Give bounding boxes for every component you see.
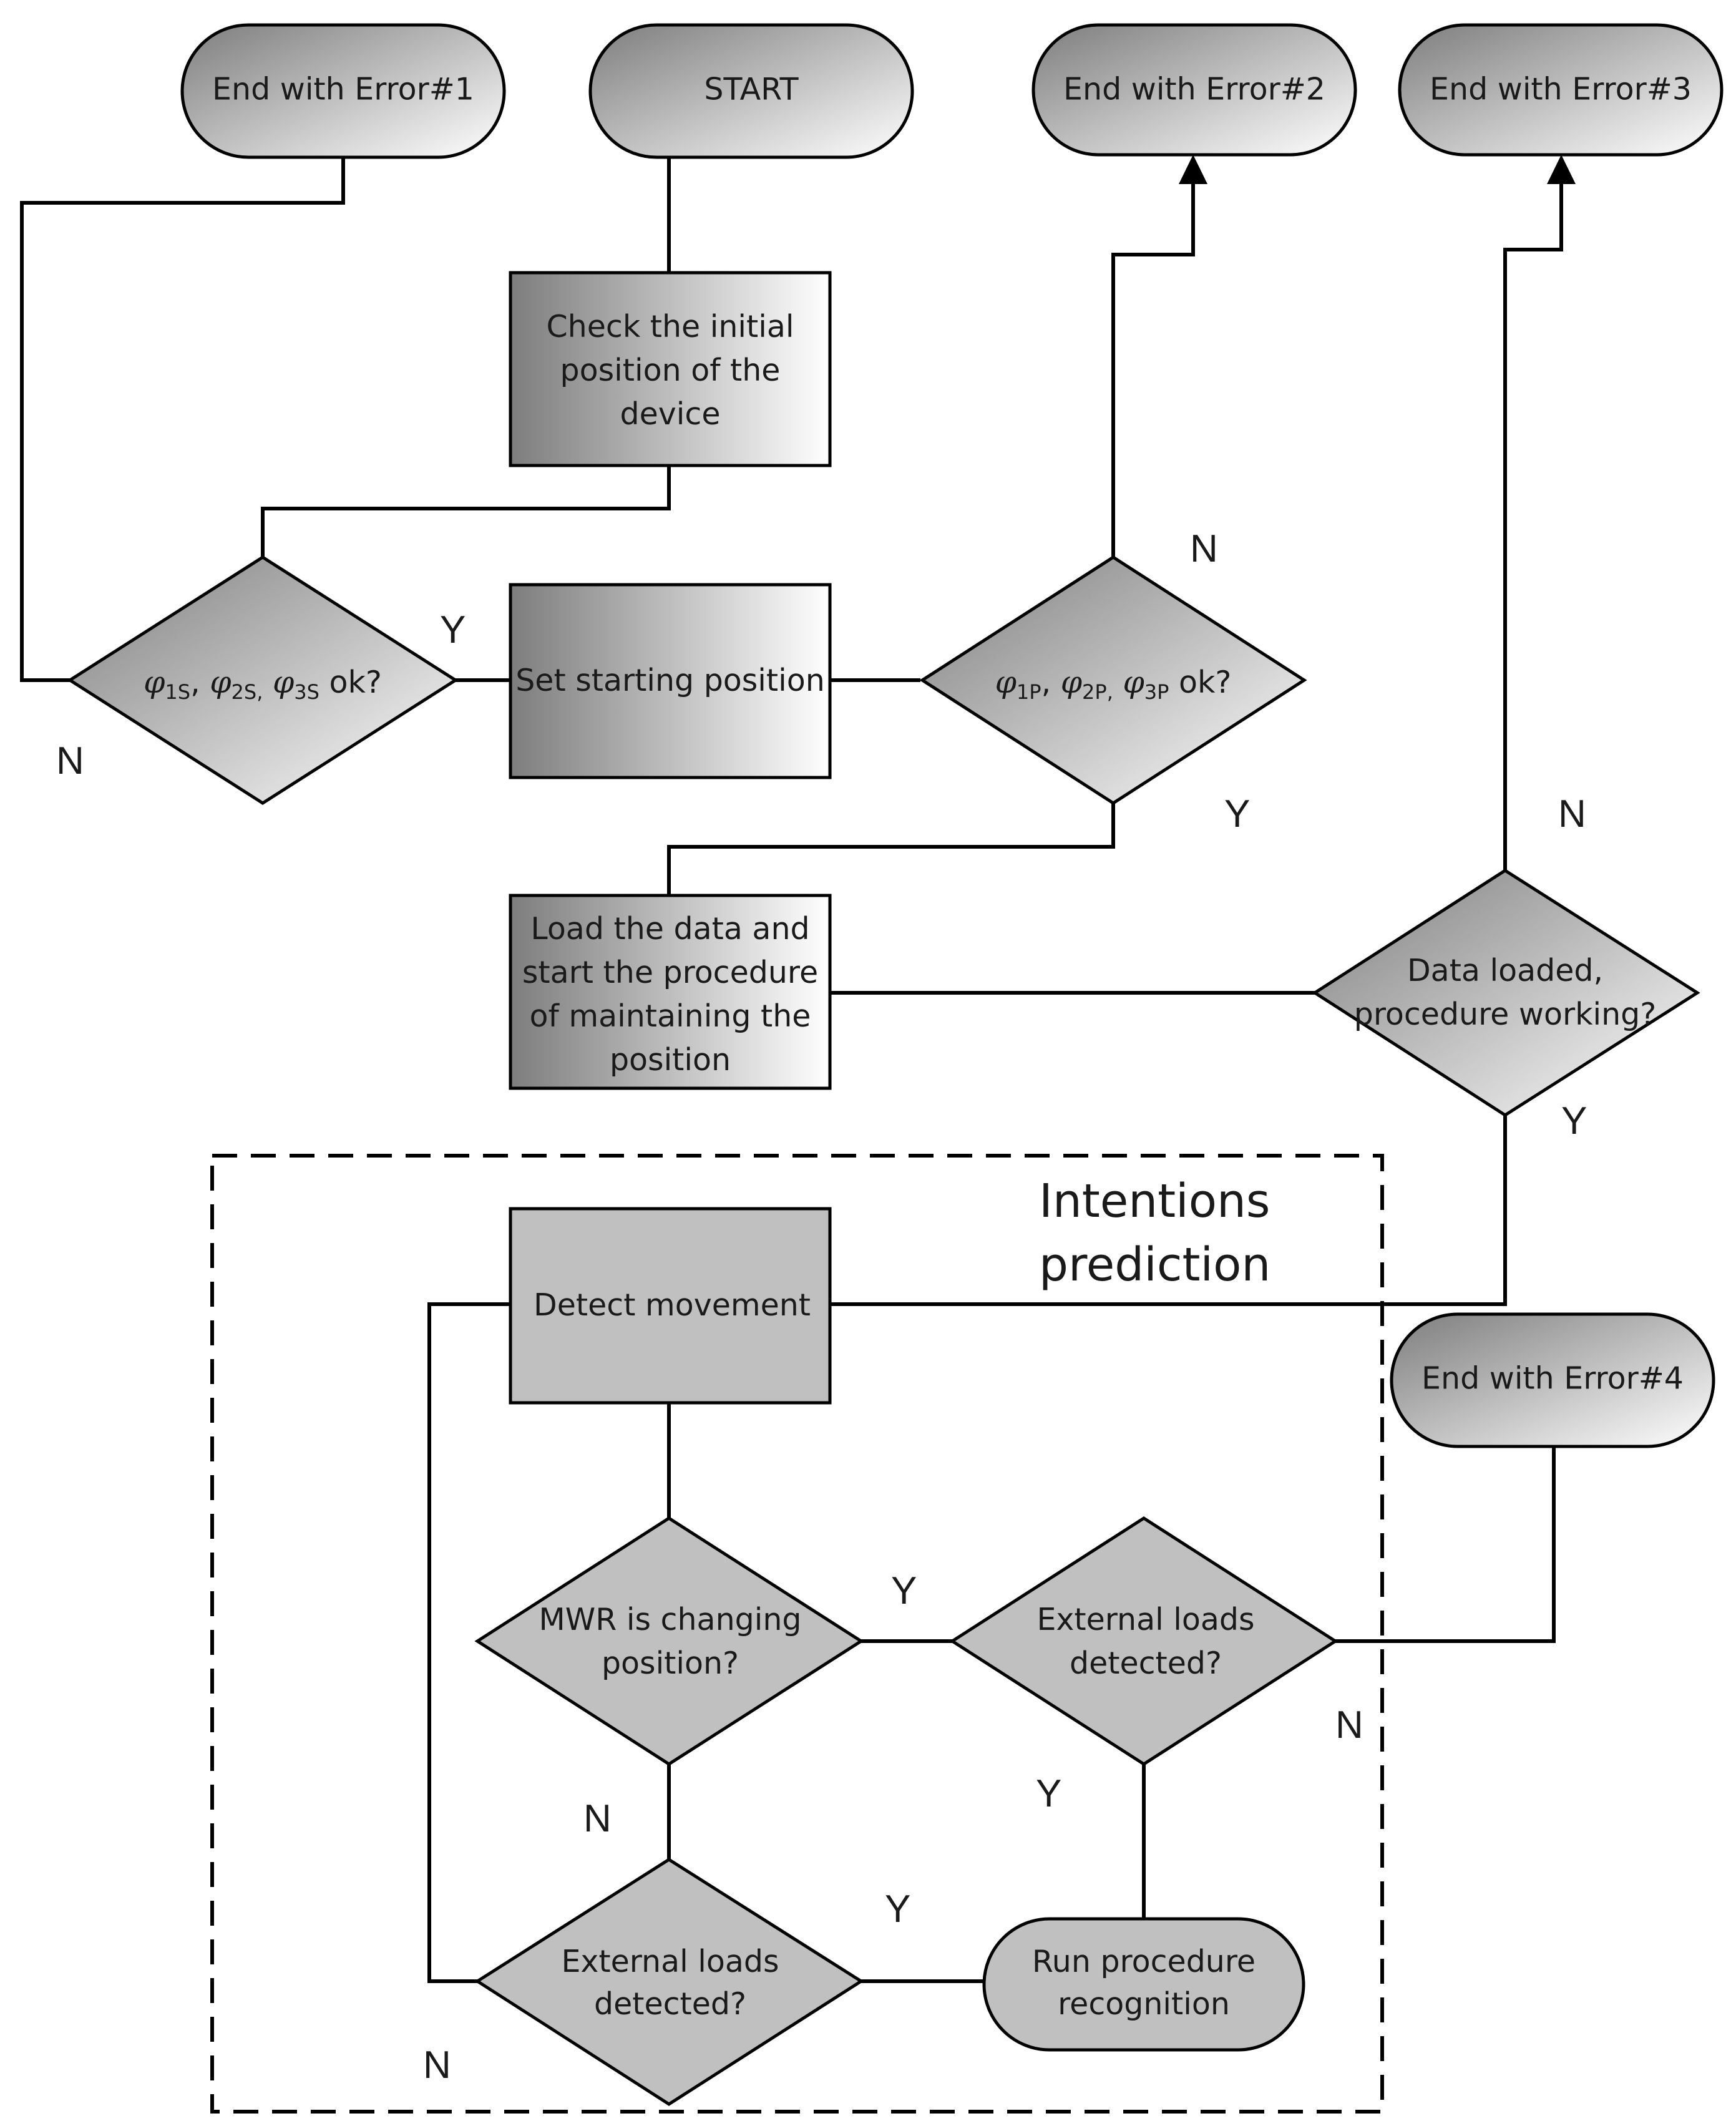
phi-p-symbol-2: φ: [1061, 665, 1083, 700]
terminal-error1: End with Error#1: [180, 23, 506, 159]
label-ext-left-no: N: [423, 2044, 451, 2087]
label-data-yes: Y: [1561, 1100, 1587, 1143]
decision-ext-loads-left: External loads detected?: [474, 1858, 864, 2106]
label-phi-s-yes: Y: [440, 608, 466, 651]
data-loaded-line1: Data loaded,: [1407, 953, 1603, 988]
edge-labels: N Y N Y N Y Y N N Y Y N: [56, 527, 1587, 2087]
terminal-error3-label: End with Error#3: [1430, 72, 1692, 107]
region-title-line1: Intentions: [1039, 1174, 1270, 1228]
load-data-line2: start the procedure: [522, 955, 818, 990]
edge-ext-right-to-error4: [1335, 1446, 1556, 1643]
check-initial-line1: Check the initial: [546, 309, 794, 344]
edge-error1-to-phi-s: [20, 157, 345, 682]
ext-loads-left-line1: External loads: [561, 1944, 779, 1979]
edge-data-to-error3: [1503, 184, 1563, 870]
terminal-start: START: [588, 23, 914, 159]
ext-loads-left-line2: detected?: [594, 1986, 746, 2022]
terminal-error1-label: End with Error#1: [212, 72, 474, 107]
mwr-changing-line2: position?: [602, 1646, 739, 1681]
edge-phi-p-to-load: [667, 803, 1115, 895]
phi-p-symbol-3: φ: [1123, 665, 1144, 700]
process-detect-movement: Detect movement: [509, 1207, 832, 1405]
phi-p-sep-1: ,: [1041, 665, 1061, 700]
terminal-error2-label: End with Error#2: [1063, 72, 1325, 107]
load-data-line4: position: [610, 1042, 731, 1078]
edge-data-to-detect: [830, 1115, 1507, 1306]
phi-s-sub-3: 3S: [294, 680, 319, 704]
process-load-data: Load the data and start the procedure of…: [509, 894, 832, 1090]
phi-s-sep-2: [263, 665, 273, 700]
phi-s-tail: ok?: [319, 665, 382, 700]
check-initial-line2: position of the: [560, 353, 781, 388]
decision-mwr-changing: MWR is changing position?: [474, 1516, 864, 1766]
phi-s-symbol-2: φ: [210, 665, 232, 700]
phi-p-sub-2: 2P,: [1082, 680, 1113, 704]
load-data-line3: of maintaining the: [530, 998, 811, 1034]
label-phi-s-no: N: [56, 739, 84, 783]
label-mwr-yes: Y: [891, 1569, 917, 1612]
run-recognition-line2: recognition: [1058, 1986, 1230, 2022]
terminal-error4: End with Error#4: [1390, 1312, 1715, 1448]
label-mwr-no: N: [583, 1797, 612, 1840]
label-ext-right-yes: Y: [1036, 1772, 1061, 1815]
label-ext-right-no: N: [1335, 1704, 1363, 1747]
process-check-initial: Check the initial position of the device: [509, 271, 832, 467]
terminal-run-recognition: Run procedure recognition: [982, 1917, 1305, 2052]
phi-p-tail: ok?: [1169, 665, 1231, 700]
phi-s-sep-1: ,: [190, 665, 210, 700]
phi-p-sub-3: 3P: [1144, 680, 1169, 704]
decision-ext-loads-right: External loads detected?: [949, 1516, 1339, 1766]
edge-phi-p-to-error2: [1111, 184, 1195, 557]
edge-check-to-phi-s: [261, 466, 671, 557]
set-starting-label: Set starting position: [515, 663, 825, 698]
phi-s-symbol-3: φ: [273, 665, 295, 700]
arrowhead-error2: [1179, 155, 1207, 184]
data-loaded-line2: procedure working?: [1354, 997, 1657, 1032]
load-data-line1: Load the data and: [530, 911, 809, 947]
terminal-error3: End with Error#3: [1398, 23, 1724, 157]
label-ext-left-yes: Y: [885, 1888, 910, 1931]
arrowhead-error3: [1547, 155, 1576, 184]
phi-p-sep-2: [1113, 665, 1123, 700]
decision-phi-p: φ1P, φ2P, φ3P ok?: [919, 555, 1307, 805]
phi-s-label: φ1S, φ2S, φ3S ok?: [144, 665, 382, 704]
decision-data-loaded: Data loaded, procedure working?: [1312, 869, 1700, 1117]
phi-p-symbol-1: φ: [995, 665, 1017, 700]
decision-phi-s: φ1S, φ2S, φ3S ok?: [67, 555, 459, 805]
detect-movement-label: Detect movement: [534, 1287, 811, 1323]
terminal-start-label: START: [704, 72, 799, 107]
region-title-line2: prediction: [1039, 1238, 1270, 1292]
ext-loads-right-line2: detected?: [1070, 1646, 1222, 1681]
connectors: [20, 155, 1576, 1983]
run-recognition-line1: Run procedure: [1032, 1944, 1256, 1979]
intentions-prediction-region: [210, 1154, 1384, 2114]
label-phi-p-no: N: [1190, 527, 1218, 570]
phi-s-sub-1: 1S: [165, 680, 190, 704]
label-phi-p-yes: Y: [1224, 792, 1250, 836]
ext-loads-right-line1: External loads: [1036, 1602, 1254, 1637]
phi-s-sub-2: 2S,: [232, 680, 263, 704]
phi-s-symbol-1: φ: [144, 665, 165, 700]
process-set-starting: Set starting position: [509, 583, 832, 779]
terminal-error2: End with Error#2: [1031, 23, 1357, 157]
label-data-no: N: [1558, 792, 1586, 836]
edge-ext-left-to-detect: [427, 1302, 510, 1983]
mwr-changing-line1: MWR is changing: [539, 1602, 801, 1637]
check-initial-line3: device: [620, 396, 721, 432]
phi-p-sub-1: 1P: [1017, 680, 1041, 704]
terminal-error4-label: End with Error#4: [1421, 1361, 1684, 1397]
phi-p-label: φ1P, φ2P, φ3P ok?: [995, 665, 1232, 704]
